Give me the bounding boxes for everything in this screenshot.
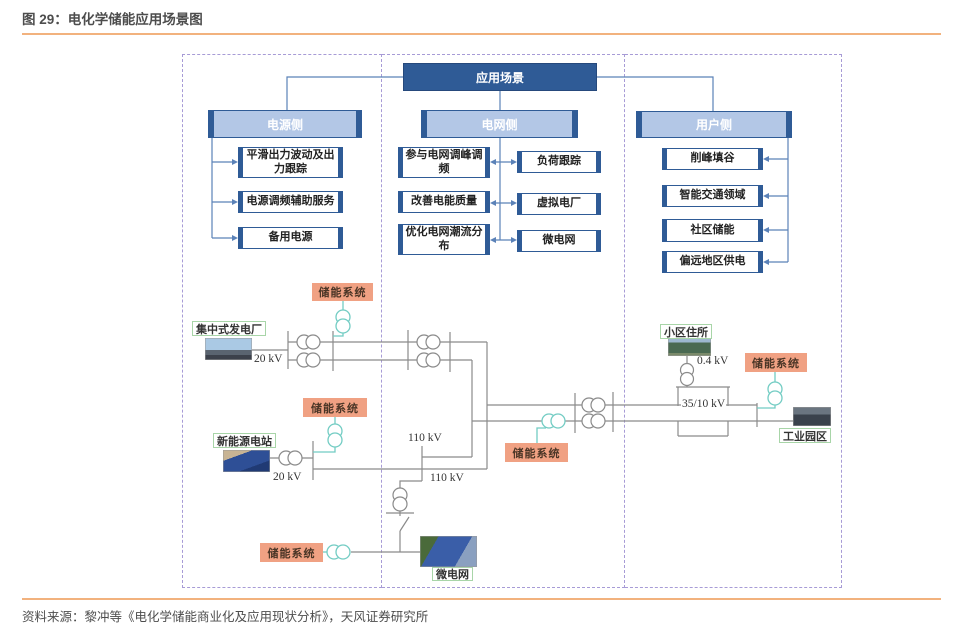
central-plant-image (205, 338, 252, 360)
grid-side-section (382, 54, 625, 588)
user-side-header: 用户侧 (636, 111, 792, 138)
grid-side-right-item: 微电网 (517, 230, 601, 252)
power-side-header: 电源侧 (208, 110, 362, 138)
renewable-voltage-label: 20 kV (273, 471, 302, 483)
power-side-section (182, 54, 382, 588)
grid-side-right-item: 负荷跟踪 (517, 151, 601, 173)
user-side-item: 偏远地区供电 (662, 251, 763, 273)
distribution-voltage-label: 35/10 kV (681, 398, 727, 410)
bottom-rule (22, 598, 941, 600)
storage-system-box: 储能系统 (312, 283, 373, 301)
microgrid-image (420, 536, 477, 567)
power-side-item: 平滑出力波动及出力跟踪 (238, 147, 343, 178)
top-rule (22, 33, 941, 35)
residential-label: 小区住所 (660, 324, 712, 339)
grid-side-right-item: 虚拟电厂 (517, 193, 601, 215)
line-voltage-label-lower: 110 kV (430, 472, 464, 484)
user-side-item: 智能交通领域 (662, 185, 763, 207)
user-side-section (625, 54, 842, 588)
storage-system-box: 储能系统 (303, 398, 367, 417)
industrial-park-label: 工业园区 (779, 428, 831, 443)
root-box: 应用场景 (403, 63, 597, 91)
plant-voltage-label: 20 kV (254, 353, 283, 365)
figure-source: 资料来源：黎冲等《电化学储能商业化及应用现状分析》，天风证券研究所 (22, 610, 429, 624)
storage-system-box: 储能系统 (505, 443, 568, 462)
grid-side-left-item: 改善电能质量 (398, 191, 490, 213)
figure-caption: 图 29：电化学储能应用场景图 (22, 12, 203, 27)
residential-image (668, 337, 711, 356)
storage-system-box: 储能系统 (745, 353, 807, 372)
grid-side-header: 电网侧 (421, 110, 578, 138)
microgrid-label: 微电网 (432, 567, 473, 581)
industrial-park-image (793, 407, 831, 426)
central-plant-label: 集中式发电厂 (192, 321, 266, 336)
residential-voltage-label: 0.4 kV (697, 355, 729, 367)
power-side-item: 备用电源 (238, 227, 343, 249)
grid-side-left-item: 优化电网潮流分布 (398, 224, 490, 255)
user-side-item: 社区储能 (662, 219, 763, 242)
user-side-item: 削峰填谷 (662, 148, 763, 170)
renewable-station-label: 新能源电站 (213, 433, 276, 448)
storage-system-box: 储能系统 (260, 543, 323, 562)
renewable-station-image (223, 450, 270, 472)
power-side-item: 电源调频辅助服务 (238, 191, 343, 213)
grid-side-left-item: 参与电网调峰调频 (398, 147, 490, 178)
line-voltage-label-upper: 110 kV (408, 432, 442, 444)
